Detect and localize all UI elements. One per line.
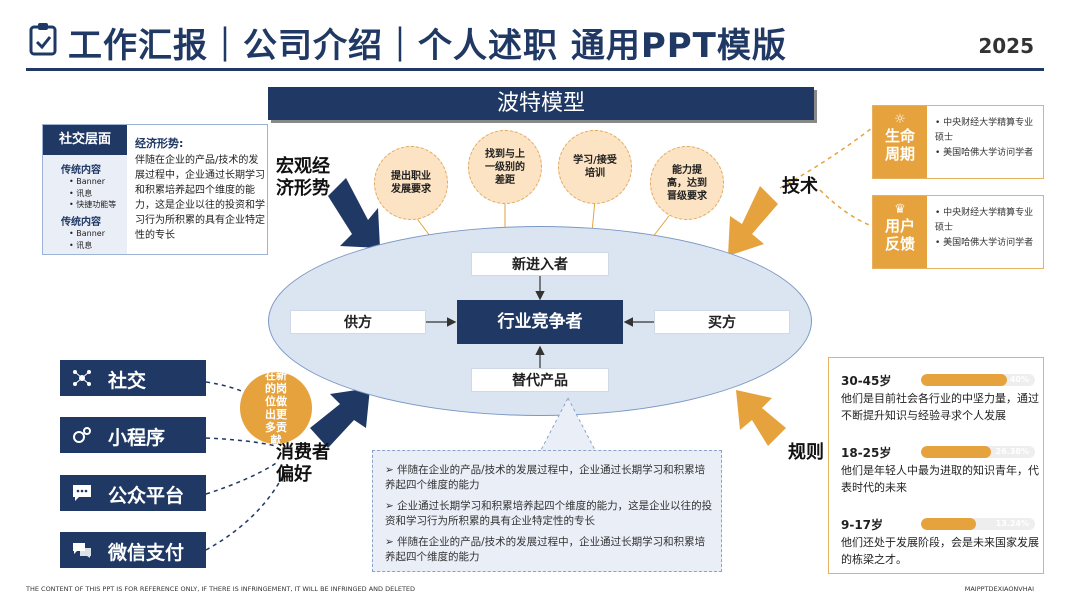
note-item: ➢ 企业通过长期学习和积累培养起四个维度的能力，这是企业以往的投资和学习行为所积… <box>385 500 713 527</box>
age-label: 30-45岁 <box>841 374 892 388</box>
channel-wechat-pay: 微信支付 <box>60 532 206 568</box>
footer-disclaimer: THE CONTENT OF THIS PPT IS FOR REFERENCE… <box>26 585 416 593</box>
model-title: 波特模型 <box>268 87 814 120</box>
header-divider <box>26 68 1044 71</box>
feedback-line: • 美国哈佛大学访问学者 <box>935 238 1034 248</box>
note-callout: ➢ 伴随在企业的产品/技术的发展过程中，企业通过长期学习和积累培养起四个维度的能… <box>372 450 722 572</box>
note-item: ➢ 伴随在企业的产品/技术的发展过程中，企业通过长期学习和积累培养起四个维度的能… <box>385 536 706 563</box>
econ-body: 伴随在企业的产品/技术的发展过程中，企业通过长期学习和积累培养起四个维度的能力，… <box>135 155 265 241</box>
network-icon <box>73 370 91 386</box>
tech-arrow <box>728 186 778 256</box>
buyers-node: 买方 <box>654 310 790 334</box>
career-step-circle: 学习/接受培训 <box>558 130 632 204</box>
age-groups-panel: 30-45岁 40% 他们是目前社会各行业的中坚力量，通过不断提升知识与经验寻求… <box>828 357 1044 574</box>
lifecycle-line: • 美国哈佛大学访问学者 <box>935 148 1034 158</box>
career-step-circle: 能力提高，达到晋级要求 <box>650 146 724 220</box>
consumer-label: 消费者偏好 <box>276 442 330 485</box>
social-group-title: 传统内容 <box>61 217 101 228</box>
age-progress-bar: 13.24% <box>921 518 1035 530</box>
feedback-tile: ♛ 用户反馈 <box>873 196 927 268</box>
page-title: 工作汇报｜公司介绍｜个人述职 通用PPT模版 <box>68 26 787 66</box>
competitors-node: 行业竞争者 <box>457 300 623 344</box>
crown-icon: ♛ <box>894 202 906 217</box>
feedback-lines: • 中央财经大学精算专业硕士 • 美国哈佛大学访问学者 <box>935 206 1041 251</box>
macro-label: 宏观经济形势 <box>276 156 330 199</box>
year-label: 2025 <box>978 34 1034 58</box>
career-step-circle: 找到与上一级别的差距 <box>468 130 542 204</box>
footer-brand: MAIPPTDEXIAONVHAI <box>964 585 1034 593</box>
channel-label: 微信支付 <box>108 542 185 564</box>
feedback-label: 用户反馈 <box>884 217 915 253</box>
chat-icon <box>73 485 91 501</box>
clipboard-icon <box>28 22 58 56</box>
social-panel: 社交层面 传统内容 • Banner • 讯息 • 快捷功能等 传统内容 • B… <box>42 124 268 255</box>
speech-icon <box>73 543 91 558</box>
social-item: • 讯息 <box>69 241 93 250</box>
contribution-circle: 在新的岗位做出更多贡献 <box>240 372 312 444</box>
age-label: 18-25岁 <box>841 446 892 460</box>
new-entrants-node: 新进入者 <box>471 252 609 276</box>
note-item: ➢ 伴随在企业的产品/技术的发展过程中，企业通过长期学习和积累培养起四个维度的能… <box>385 464 706 491</box>
macro-arrow <box>328 178 380 248</box>
tech-panel-feedback: ♛ 用户反馈 • 中央财经大学精算专业硕士 • 美国哈佛大学访问学者 <box>872 195 1044 269</box>
feedback-line: • 中央财经大学精算专业硕士 <box>935 208 1034 233</box>
channel-label: 公众平台 <box>108 485 185 507</box>
age-description: 他们是年轻人中最为进取的知识青年，代表时代的未来 <box>841 464 1039 494</box>
channel-social: 社交 <box>60 360 206 396</box>
gears-icon <box>73 427 91 443</box>
lightbulb-icon: ☼ <box>894 112 906 127</box>
social-group-title: 传统内容 <box>61 165 101 176</box>
age-description: 他们是目前社会各行业的中坚力量，通过不断提升知识与经验寻求个人发展 <box>841 392 1039 422</box>
suppliers-node: 供方 <box>290 310 426 334</box>
channel-label: 社交 <box>108 370 147 392</box>
lifecycle-line: • 中央财经大学精算专业硕士 <box>935 118 1034 143</box>
tech-panel-lifecycle: ☼ 生命周期 • 中央财经大学精算专业硕士 • 美国哈佛大学访问学者 <box>872 105 1044 179</box>
econ-title: 经济形势: <box>135 137 184 150</box>
age-progress-bar: 26.38% <box>921 446 1035 458</box>
rules-arrow <box>736 390 786 446</box>
career-step-circle: 提出职业发展要求 <box>374 146 448 220</box>
consumer-arrow <box>310 388 370 448</box>
lifecycle-lines: • 中央财经大学精算专业硕士 • 美国哈佛大学访问学者 <box>935 116 1041 161</box>
channel-official-account: 公众平台 <box>60 475 206 511</box>
age-label: 9-17岁 <box>841 518 884 532</box>
social-item: • Banner <box>69 229 106 238</box>
substitutes-node: 替代产品 <box>471 368 609 392</box>
tech-label: 技术 <box>782 176 818 197</box>
channel-label: 小程序 <box>108 427 166 449</box>
social-item: • Banner <box>69 177 106 186</box>
social-heading: 社交层面 <box>43 125 127 155</box>
lifecycle-label: 生命周期 <box>884 127 915 163</box>
social-item: • 讯息 <box>69 189 93 198</box>
channel-miniprogram: 小程序 <box>60 417 206 453</box>
age-description: 他们还处于发展阶段，会是未来国家发展的栋梁之才。 <box>841 536 1039 566</box>
age-progress-bar: 40% <box>921 374 1035 386</box>
social-item: • 快捷功能等 <box>69 200 117 209</box>
lifecycle-tile: ☼ 生命周期 <box>873 106 927 178</box>
rules-label: 规则 <box>788 442 824 463</box>
